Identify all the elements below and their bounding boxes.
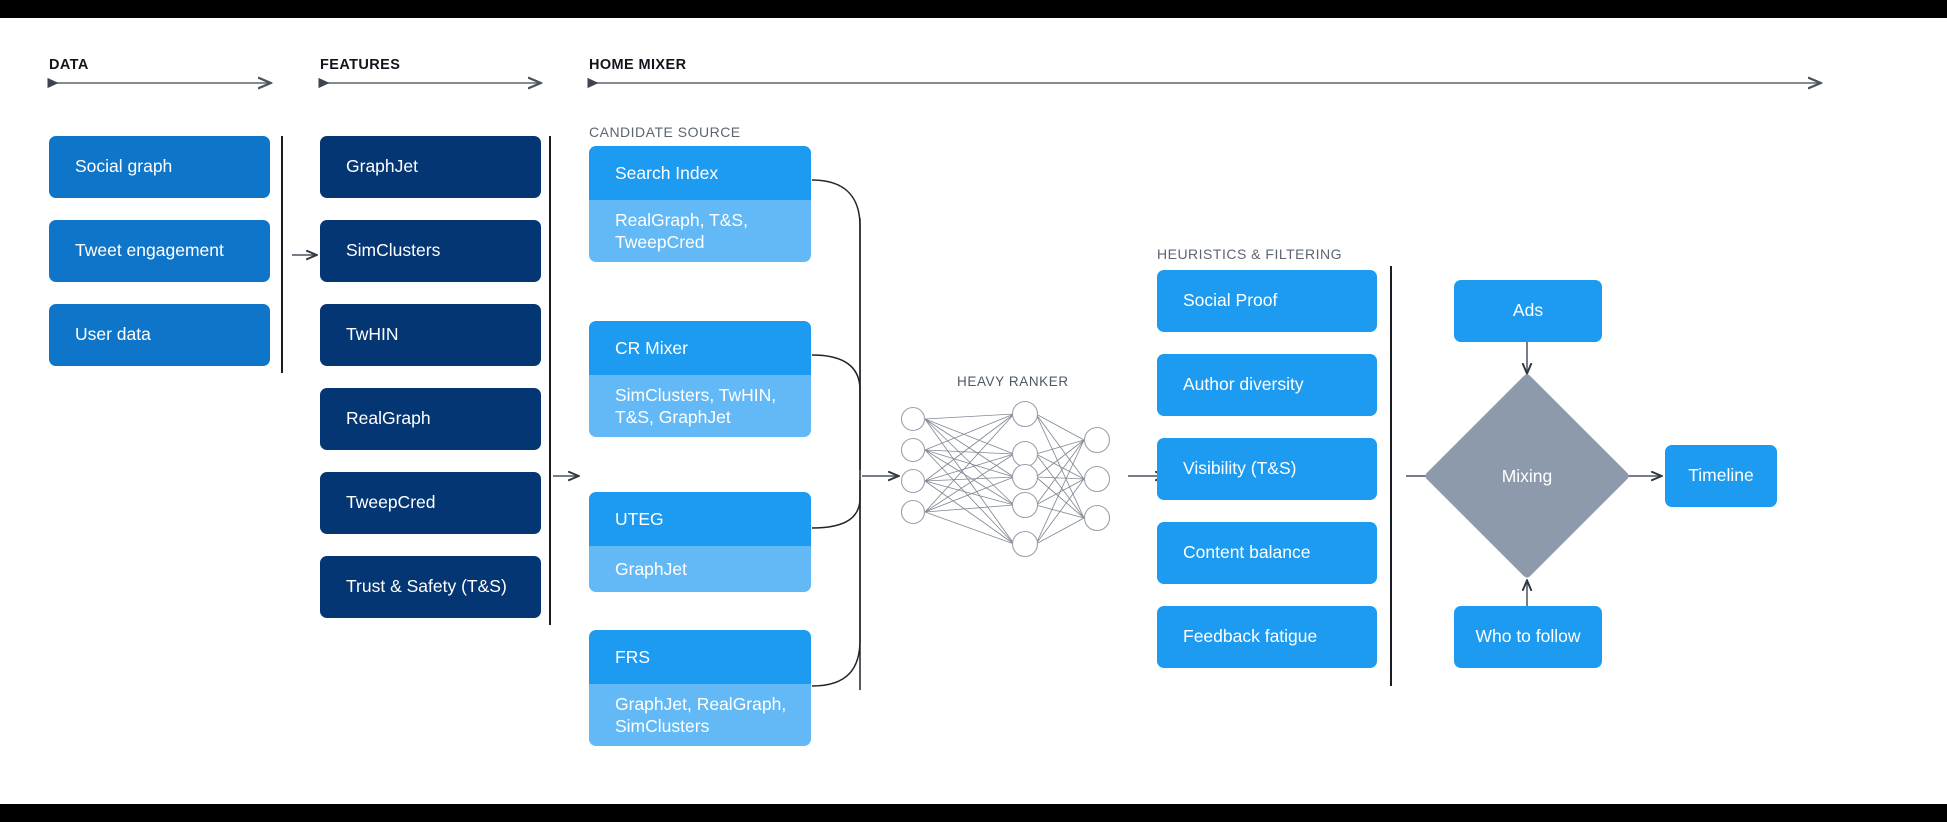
candidate-source-card-uteg[interactable]: UTEG GraphJet [589,492,811,592]
data-box-social-graph[interactable]: Social graph [49,136,270,198]
data-box-tweet-engagement[interactable]: Tweet engagement [49,220,270,282]
heuristic-box-visibility[interactable]: Visibility (T&S) [1157,438,1377,500]
feature-box-twhin[interactable]: TwHIN [320,304,541,366]
heuristic-box-content-balance[interactable]: Content balance [1157,522,1377,584]
data-box-user-data[interactable]: User data [49,304,270,366]
candidate-source-card-frs[interactable]: FRS GraphJet, RealGraph, SimClusters [589,630,811,746]
section-title-features: FEATURES [320,57,401,73]
feature-box-label: SimClusters [346,240,441,261]
feature-box-tweepcred[interactable]: TweepCred [320,472,541,534]
mixing-label: Mixing [1501,465,1553,486]
feature-box-graphjet[interactable]: GraphJet [320,136,541,198]
feature-box-label: Trust & Safety (T&S) [346,576,507,597]
mixing-label-wrap: Mixing [1454,403,1600,549]
feature-box-label: TwHIN [346,324,399,345]
section-title-data: DATA [49,57,89,73]
candidate-source-features: GraphJet, RealGraph, SimClusters [589,684,811,746]
feature-box-simclusters[interactable]: SimClusters [320,220,541,282]
candidate-source-card-search-index[interactable]: Search Index RealGraph, T&S, TweepCred [589,146,811,262]
candidate-source-name: FRS [589,630,811,684]
output-timeline[interactable]: Timeline [1665,445,1777,507]
data-box-label: Tweet engagement [75,240,224,261]
candidate-source-name: UTEG [589,492,811,546]
heuristic-box-label: Feedback fatigue [1183,626,1318,647]
heuristic-box-author-diversity[interactable]: Author diversity [1157,354,1377,416]
candidate-source-card-cr-mixer[interactable]: CR Mixer SimClusters, TwHIN, T&S, GraphJ… [589,321,811,437]
data-box-label: User data [75,324,151,345]
diagram-connectors-layer [0,18,1947,690]
heuristic-box-label: Visibility (T&S) [1183,458,1297,479]
candidate-source-name: Search Index [589,146,811,200]
heuristic-box-feedback-fatigue[interactable]: Feedback fatigue [1157,606,1377,668]
separator-heuristics-mixing [1390,266,1392,686]
label-heavy-ranker: HEAVY RANKER [957,374,1069,389]
feature-box-realgraph[interactable]: RealGraph [320,388,541,450]
label-heuristics-filtering: HEURISTICS & FILTERING [1157,246,1342,262]
ads-label: Ads [1512,300,1544,321]
timeline-label: Timeline [1688,465,1754,486]
heuristic-box-label: Social Proof [1183,290,1278,311]
mixing-input-who-to-follow[interactable]: Who to follow [1454,606,1602,668]
who-to-follow-label: Who to follow [1475,626,1581,647]
heuristic-box-label: Content balance [1183,542,1311,563]
label-candidate-source: CANDIDATE SOURCE [589,124,741,140]
diagram-canvas: DATA FEATURES HOME MIXER CANDIDATE SOURC… [0,18,1947,804]
candidate-source-name: CR Mixer [589,321,811,375]
feature-box-label: GraphJet [346,156,418,177]
heuristic-box-label: Author diversity [1183,374,1304,395]
separator-features-mixer [549,136,551,625]
separator-data-features [281,136,283,373]
feature-box-trust-safety[interactable]: Trust & Safety (T&S) [320,556,541,618]
feature-box-label: TweepCred [346,492,436,513]
candidate-source-features: SimClusters, TwHIN, T&S, GraphJet [589,375,811,437]
candidate-source-features: RealGraph, T&S, TweepCred [589,200,811,262]
mixing-input-ads[interactable]: Ads [1454,280,1602,342]
feature-box-label: RealGraph [346,408,431,429]
section-title-home-mixer: HOME MIXER [589,57,687,73]
heuristic-box-social-proof[interactable]: Social Proof [1157,270,1377,332]
data-box-label: Social graph [75,156,173,177]
candidate-source-features: GraphJet [589,546,811,592]
